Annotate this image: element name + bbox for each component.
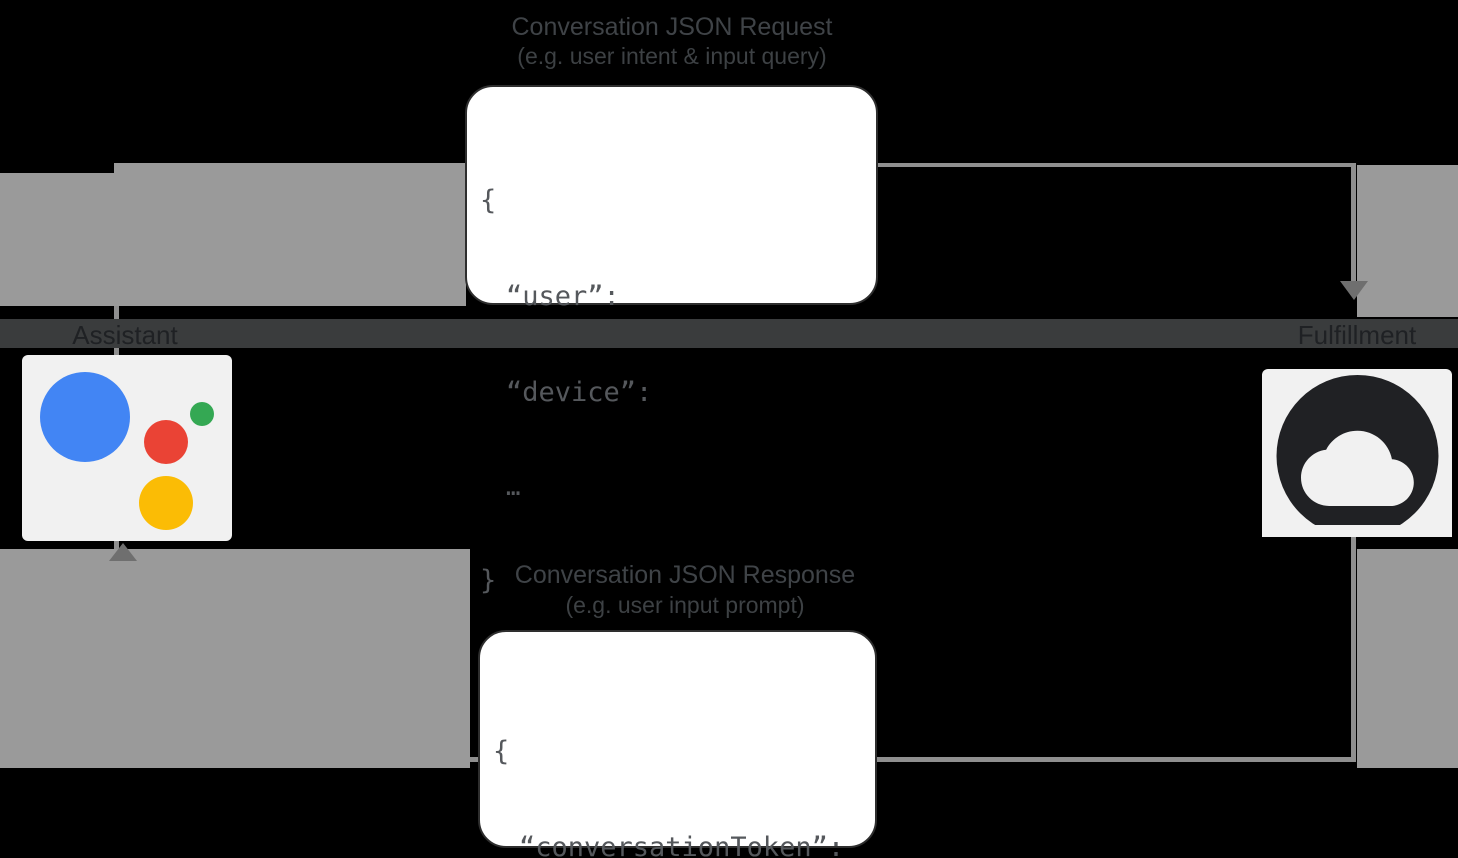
request-arrow-line-right-vertical: [1351, 165, 1356, 283]
response-json-code: { “conversationToken”: “userStorage”: … …: [493, 672, 844, 858]
fulfillment-label: Fulfillment: [1297, 320, 1417, 350]
json-line: “device”:: [506, 377, 653, 408]
json-line: {: [480, 185, 497, 216]
request-json-code: { “user”: “device”: … }: [480, 121, 652, 661]
fulfillment-card: [1262, 369, 1452, 537]
request-arrow-field-right: [1357, 165, 1458, 317]
arrowhead-up-icon: [109, 543, 137, 561]
request-arrow-field-left: [0, 173, 466, 306]
json-line: }: [480, 565, 497, 596]
assistant-label: Assistant: [72, 320, 178, 350]
json-line: {: [493, 736, 510, 767]
cloud-icon: [1262, 375, 1452, 537]
request-title: Conversation JSON Request: [511, 13, 833, 41]
json-line: “conversationToken”:: [519, 832, 845, 858]
request-subtitle: (e.g. user intent & input query): [517, 43, 827, 69]
response-arrow-field-left: [0, 549, 470, 768]
response-json-box: { “conversationToken”: “userStorage”: … …: [478, 630, 877, 858]
arrowhead-down-icon: [1340, 281, 1368, 300]
request-arrow-field-left-strip: [114, 163, 466, 173]
json-line: …: [506, 473, 521, 501]
response-arrow-line-right-vertical: [1351, 537, 1356, 762]
response-arrow-field-right: [1357, 549, 1458, 768]
json-line: “user”:: [506, 281, 620, 312]
assistant-card: [22, 355, 232, 541]
node-label-band: [0, 319, 1458, 348]
request-json-box: { “user”: “device”: … }: [465, 85, 878, 596]
google-assistant-logo-icon: [40, 372, 214, 530]
response-subtitle: (e.g. user input prompt): [565, 592, 805, 618]
response-title: Conversation JSON Response: [514, 561, 856, 589]
